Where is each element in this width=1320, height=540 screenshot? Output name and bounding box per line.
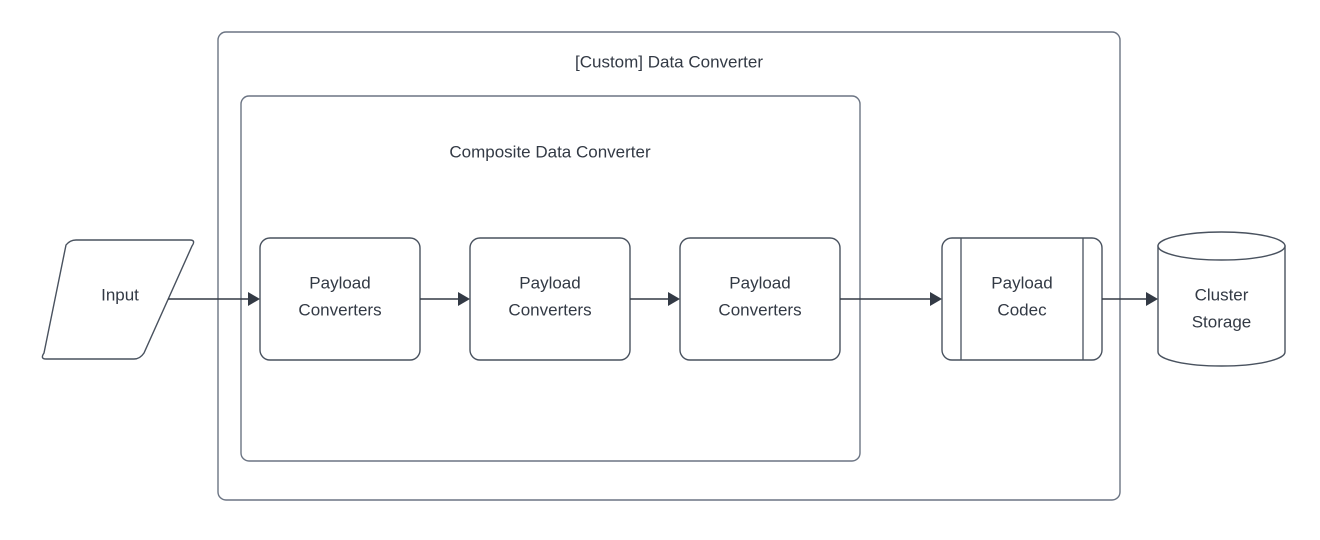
arrow-head-input-to-converter-1 xyxy=(248,292,260,306)
inner-container-composite-data-converter[interactable] xyxy=(240,95,861,462)
cluster-storage-node-top xyxy=(1157,231,1286,261)
payload-converters-node-1-label-line1: Payload xyxy=(309,273,370,292)
payload-converters-node-2-label-line2: Converters xyxy=(508,300,591,319)
payload-converters-node-2-label-line1: Payload xyxy=(519,273,580,292)
payload-converters-node-3[interactable] xyxy=(679,237,841,361)
arrow-head-payload-codec-to-cluster-storage xyxy=(1146,292,1158,306)
payload-converters-node-3-label-line1: Payload xyxy=(729,273,790,292)
payload-converters-node-1[interactable] xyxy=(259,237,421,361)
payload-codec-node-label-line2: Codec xyxy=(997,300,1047,319)
payload-converters-node-2[interactable] xyxy=(469,237,631,361)
arrow-head-converter-1-to-converter-2 xyxy=(458,292,470,306)
arrow-head-converter-3-to-payload-codec xyxy=(930,292,942,306)
payload-codec-node[interactable] xyxy=(941,237,1103,361)
payload-converters-node-1-label-line2: Converters xyxy=(298,300,381,319)
outer-container-custom-data-converter[interactable] xyxy=(217,31,1121,501)
outer-container-title: [Custom] Data Converter xyxy=(575,52,763,71)
payload-codec-node-label-line1: Payload xyxy=(991,273,1052,292)
arrow-head-converter-2-to-converter-3 xyxy=(668,292,680,306)
cluster-storage-node-label-line2: Storage xyxy=(1192,312,1252,331)
inner-container-title: Composite Data Converter xyxy=(449,142,651,161)
input-node[interactable] xyxy=(41,239,195,360)
input-node-label: Input xyxy=(101,285,139,304)
cluster-storage-node-label-line1: Cluster xyxy=(1195,285,1249,304)
cluster-storage-node-body[interactable] xyxy=(1157,245,1286,367)
payload-converters-node-3-label-line2: Converters xyxy=(718,300,801,319)
